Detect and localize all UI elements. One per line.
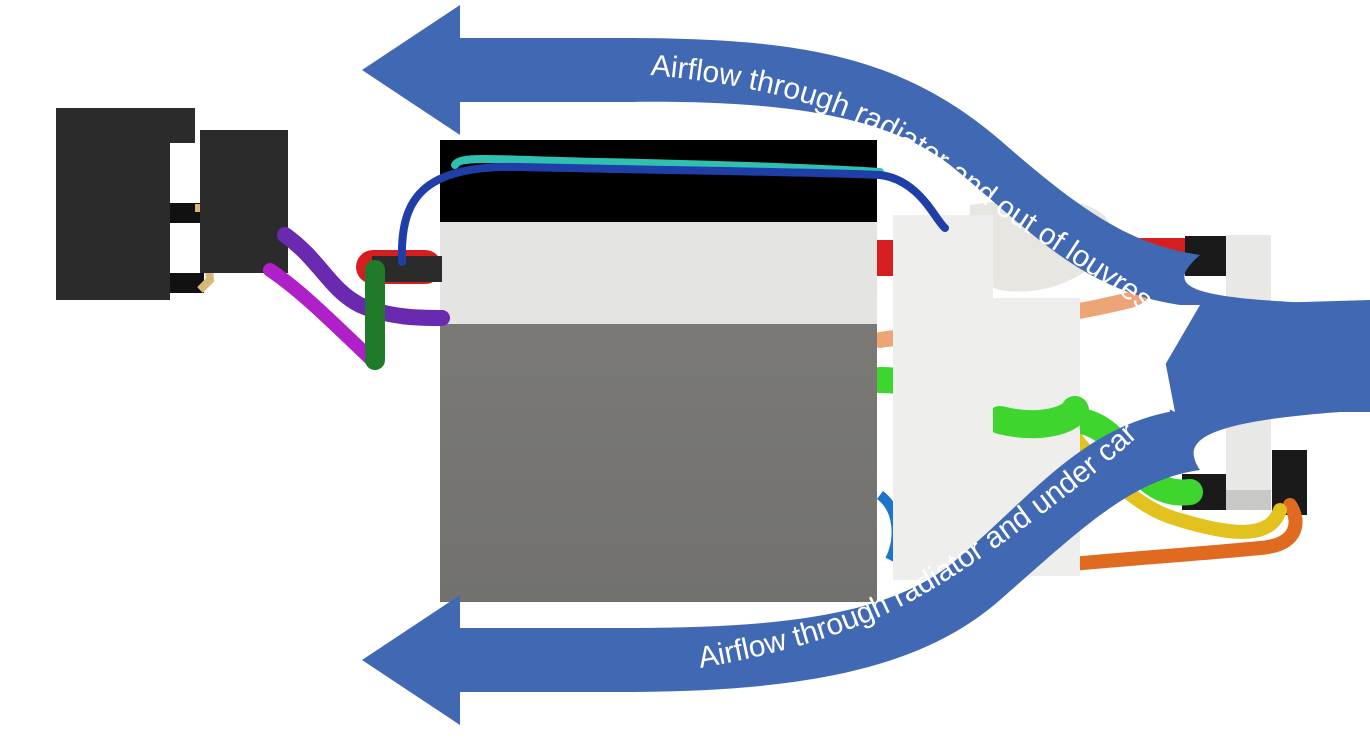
left-wiring (263, 154, 949, 370)
radiator-cap (440, 140, 877, 222)
connector-pin (168, 273, 204, 293)
connector-block-outer (56, 108, 195, 300)
side-panel-shade (1226, 490, 1271, 510)
wire-purple (277, 227, 450, 326)
fork-notch (1150, 360, 1175, 412)
connector-block-inner (200, 130, 288, 273)
arrow-fork-left (1165, 300, 1370, 412)
radiator-side-frame (893, 215, 993, 580)
wire-magenta (263, 263, 379, 367)
lower-airflow-arrow (362, 410, 1370, 725)
radiator-core (440, 324, 877, 602)
airflow-arrows (362, 5, 1370, 725)
left-connector-assembly (56, 108, 288, 300)
wire-lime-front (986, 396, 1089, 439)
upper-airflow-arrow (362, 5, 1370, 305)
radiator-top-band (440, 222, 877, 324)
wire-blue (397, 162, 949, 266)
radiator (440, 140, 877, 602)
